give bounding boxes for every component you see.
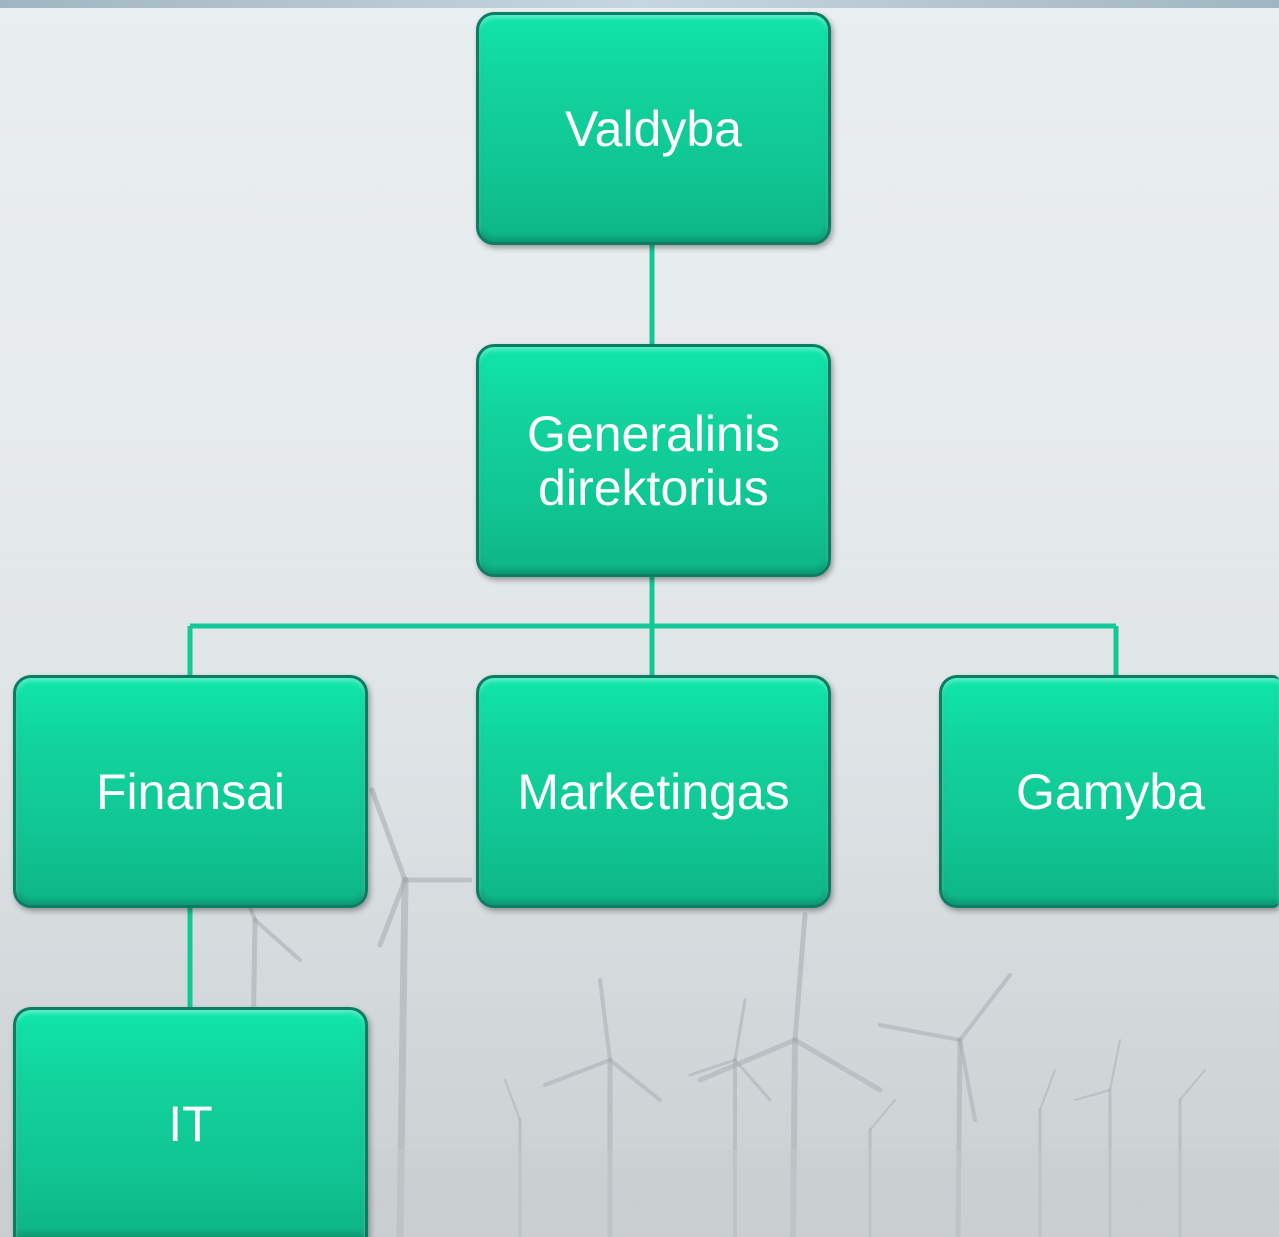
node-it: IT	[13, 1007, 368, 1237]
node-label: Finansai	[96, 763, 285, 820]
node-label: Gamyba	[1016, 763, 1205, 820]
node-finansai: Finansai	[13, 675, 368, 908]
node-label: Marketingas	[517, 763, 790, 820]
node-label: Generalinis direktorius	[527, 405, 780, 516]
node-gamyba: Gamyba	[939, 675, 1279, 908]
node-valdyba: Valdyba	[476, 12, 831, 245]
node-label: IT	[168, 1095, 213, 1152]
node-generalinis-direktorius: Generalinis direktorius	[476, 344, 831, 577]
node-label: Valdyba	[565, 100, 742, 157]
node-marketingas: Marketingas	[476, 675, 831, 908]
